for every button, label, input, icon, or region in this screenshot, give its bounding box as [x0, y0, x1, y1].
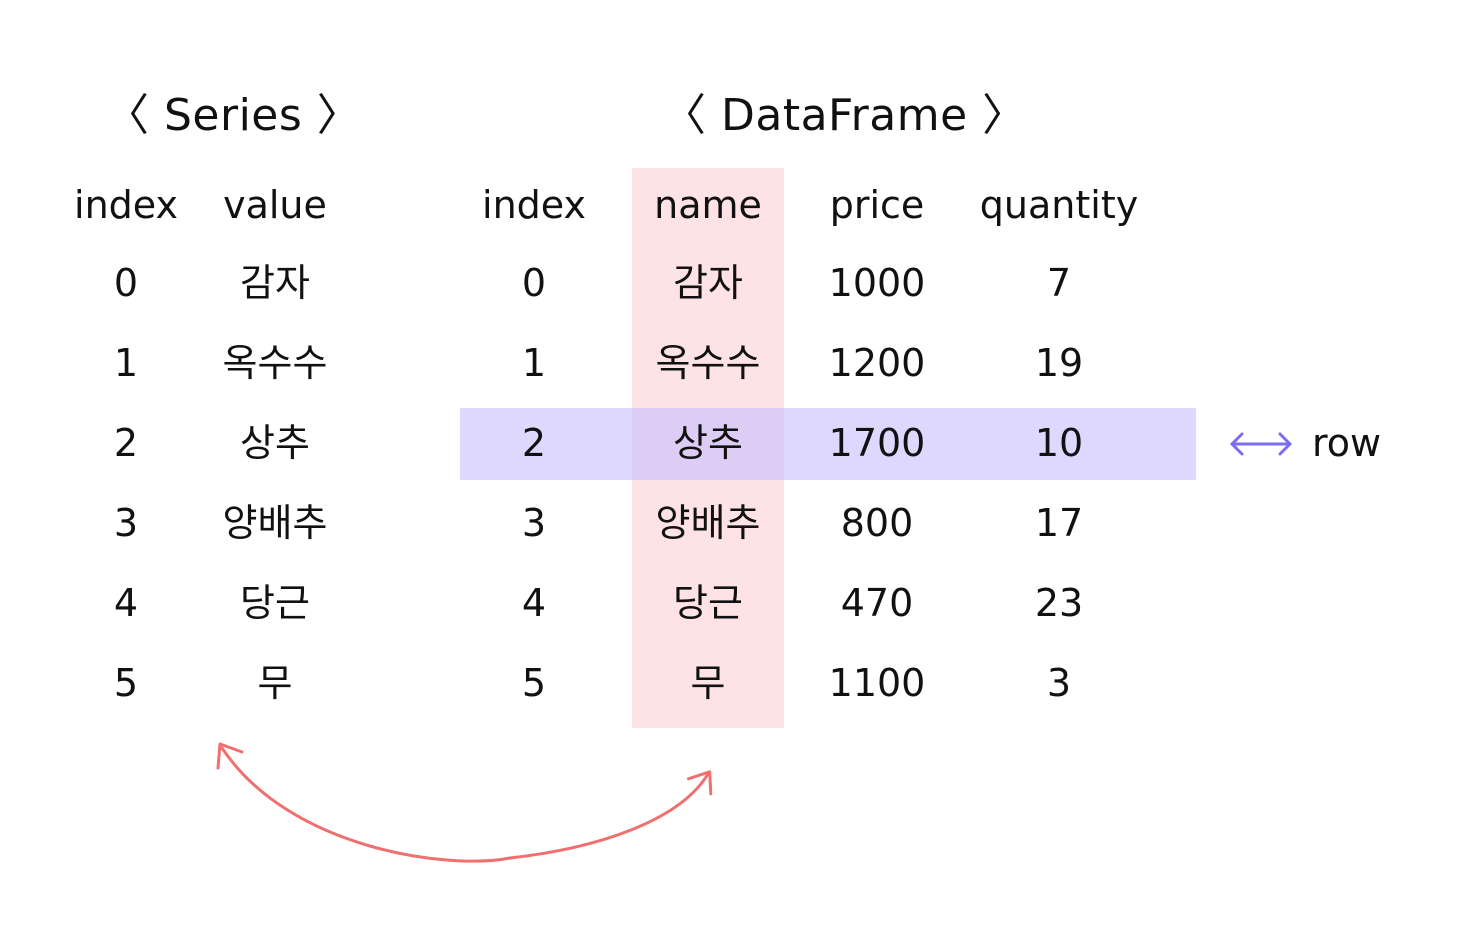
- dataframe-name-cell: 당근: [673, 581, 743, 625]
- series-index-cell: 5: [113, 661, 139, 705]
- series-header-index: index: [74, 183, 178, 227]
- dataframe-price-cell: 1100: [828, 661, 926, 705]
- series-value-cell: 상추: [240, 421, 310, 465]
- series-value-cell: 옥수수: [222, 341, 328, 385]
- dataframe-price-cell: 1200: [828, 341, 926, 385]
- dataframe-name-cell: 상추: [673, 421, 743, 465]
- highlighted-row-band: [460, 408, 1196, 480]
- series-index-cell: 1: [113, 341, 139, 385]
- row-label: row: [1312, 421, 1382, 465]
- dataframe-quantity-cell: 10: [1034, 421, 1084, 465]
- curved-double-arrow-icon: [216, 742, 713, 863]
- dataframe-quantity-cell: 7: [1046, 261, 1072, 305]
- dataframe-index-cell: 1: [521, 341, 547, 385]
- dataframe-header-quantity: quantity: [979, 183, 1139, 227]
- dataframe-index-cell: 4: [521, 581, 547, 625]
- dataframe-index-cell: 0: [521, 261, 547, 305]
- dataframe-quantity-cell: 17: [1034, 501, 1084, 545]
- dataframe-name-cell: 감자: [673, 261, 743, 305]
- series-index-cell: 0: [113, 261, 139, 305]
- dataframe-index-cell: 3: [521, 501, 547, 545]
- dataframe-name-cell: 양배추: [655, 501, 761, 545]
- dataframe-quantity-cell: 23: [1034, 581, 1084, 625]
- dataframe-price-cell: 1700: [828, 421, 926, 465]
- double-arrow-icon: [1230, 432, 1292, 456]
- dataframe-price-cell: 1000: [828, 261, 926, 305]
- dataframe-header-price: price: [829, 183, 925, 227]
- series-index-cell: 3: [113, 501, 139, 545]
- series-index-cell: 4: [113, 581, 139, 625]
- series-index-cell: 2: [113, 421, 139, 465]
- dataframe-title: 〈 DataFrame 〉: [662, 90, 1027, 141]
- dataframe-price-cell: 800: [840, 501, 914, 545]
- dataframe-header-name: name: [654, 183, 762, 227]
- series-value-cell: 감자: [240, 261, 310, 305]
- series-value-cell: 양배추: [222, 501, 328, 545]
- series-value-cell: 무: [257, 661, 293, 705]
- dataframe-price-cell: 470: [840, 581, 914, 625]
- series-value-cell: 당근: [240, 581, 310, 625]
- dataframe-index-cell: 5: [521, 661, 547, 705]
- dataframe-quantity-cell: 19: [1034, 341, 1084, 385]
- dataframe-name-cell: 옥수수: [655, 341, 761, 385]
- series-header-value: value: [223, 183, 327, 227]
- series-title: 〈 Series 〉: [105, 90, 362, 141]
- dataframe-header-index: index: [482, 183, 586, 227]
- dataframe-index-cell: 2: [521, 421, 547, 465]
- dataframe-quantity-cell: 3: [1046, 661, 1072, 705]
- dataframe-name-cell: 무: [690, 661, 726, 705]
